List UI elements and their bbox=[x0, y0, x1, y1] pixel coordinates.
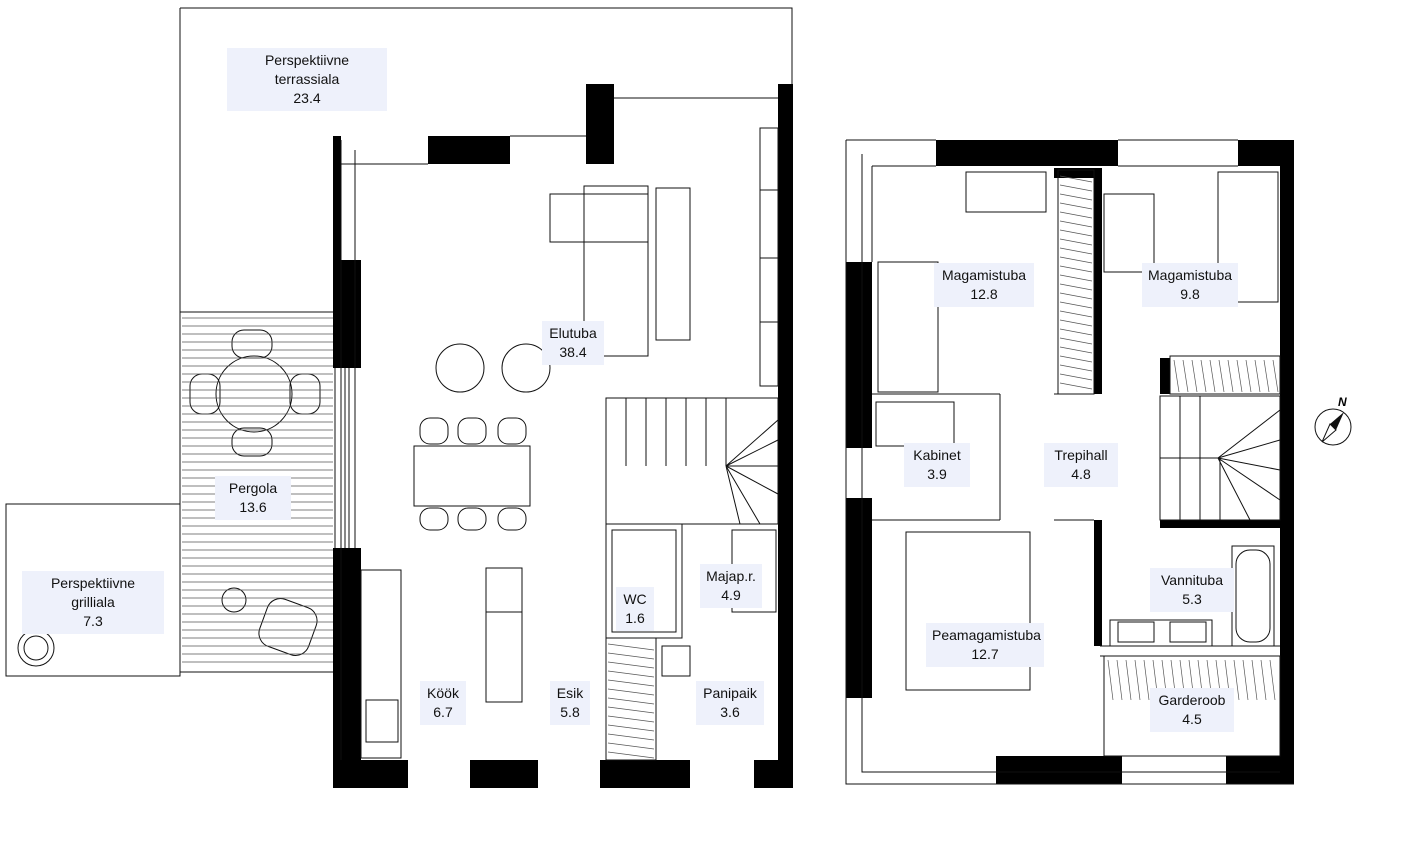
grill-area bbox=[5, 503, 181, 677]
terrace-outline bbox=[180, 7, 793, 84]
pergola-deck bbox=[179, 311, 336, 673]
compass-north-label: N bbox=[1338, 395, 1347, 409]
room-label-utility: Majap.r.4.9 bbox=[700, 564, 762, 608]
first-floor-walls bbox=[846, 140, 1294, 784]
ground-floor-door-posts bbox=[472, 760, 778, 788]
compass-icon bbox=[1314, 408, 1352, 446]
